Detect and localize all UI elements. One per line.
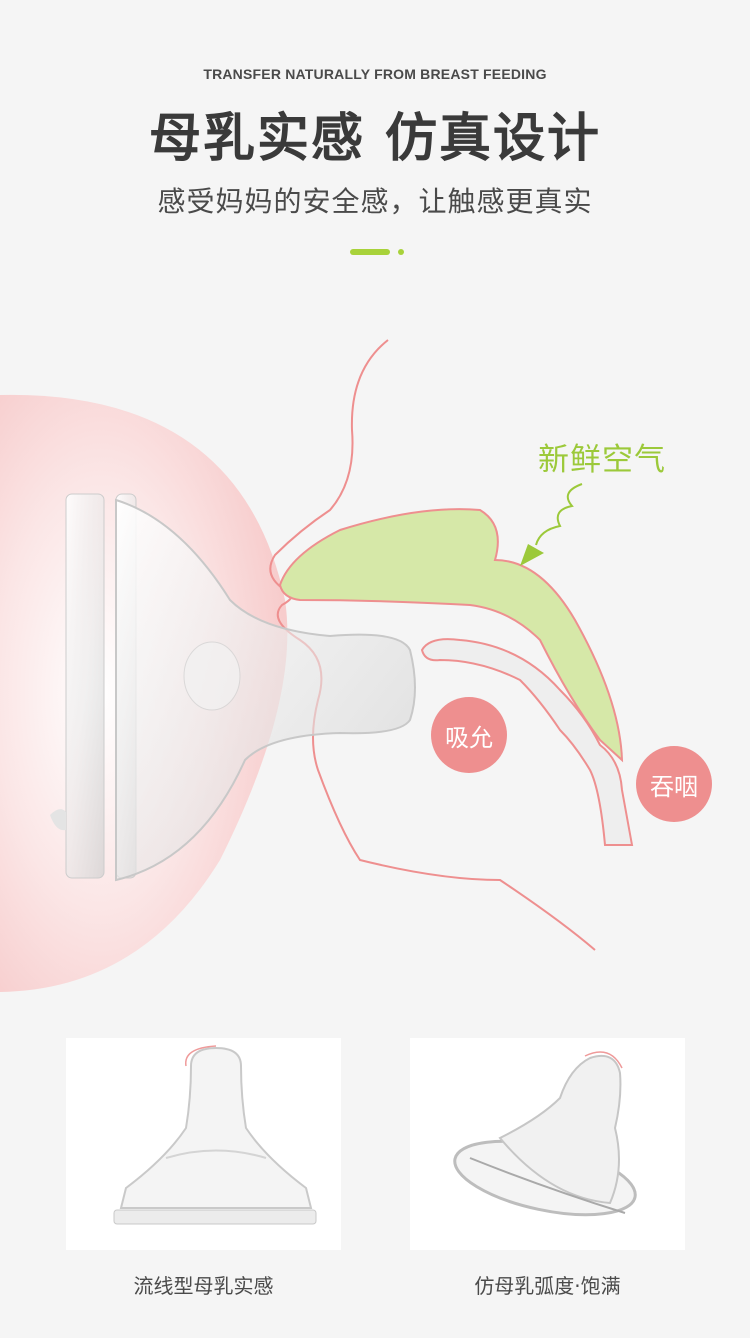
feature-card-streamline — [66, 1038, 341, 1250]
page-title: 母乳实感 仿真设计 — [148, 109, 602, 169]
air-arrow-icon — [535, 483, 583, 546]
air-arrow-head-icon — [520, 544, 544, 566]
divider-bar — [350, 249, 390, 255]
oral-passage — [420, 638, 634, 846]
teat-angled-image — [453, 1051, 637, 1217]
feature-caption-streamline: 流线型母乳实感 — [133, 1274, 274, 1298]
feature-card-curvature — [410, 1038, 685, 1250]
teat-front-image — [113, 1045, 317, 1225]
suck-badge: 吸允 — [431, 697, 507, 773]
swallow-badge: 吞咽 — [636, 746, 712, 822]
divider-dot — [398, 249, 404, 255]
fresh-air-label: 新鲜空气 — [538, 442, 666, 478]
feeding-diagram — [0, 330, 750, 1010]
page-subtitle: 感受妈妈的安全感，让触感更真实 — [157, 185, 593, 218]
feeding-illustration — [0, 339, 634, 992]
feature-caption-curvature: 仿母乳弧度·饱满 — [474, 1274, 621, 1298]
nasal-passage — [278, 508, 624, 763]
teat-illustration — [50, 493, 416, 882]
title-divider — [350, 247, 410, 257]
eyebrow-text: TRANSFER NATURALLY FROM BREAST FEEDING — [203, 66, 547, 82]
